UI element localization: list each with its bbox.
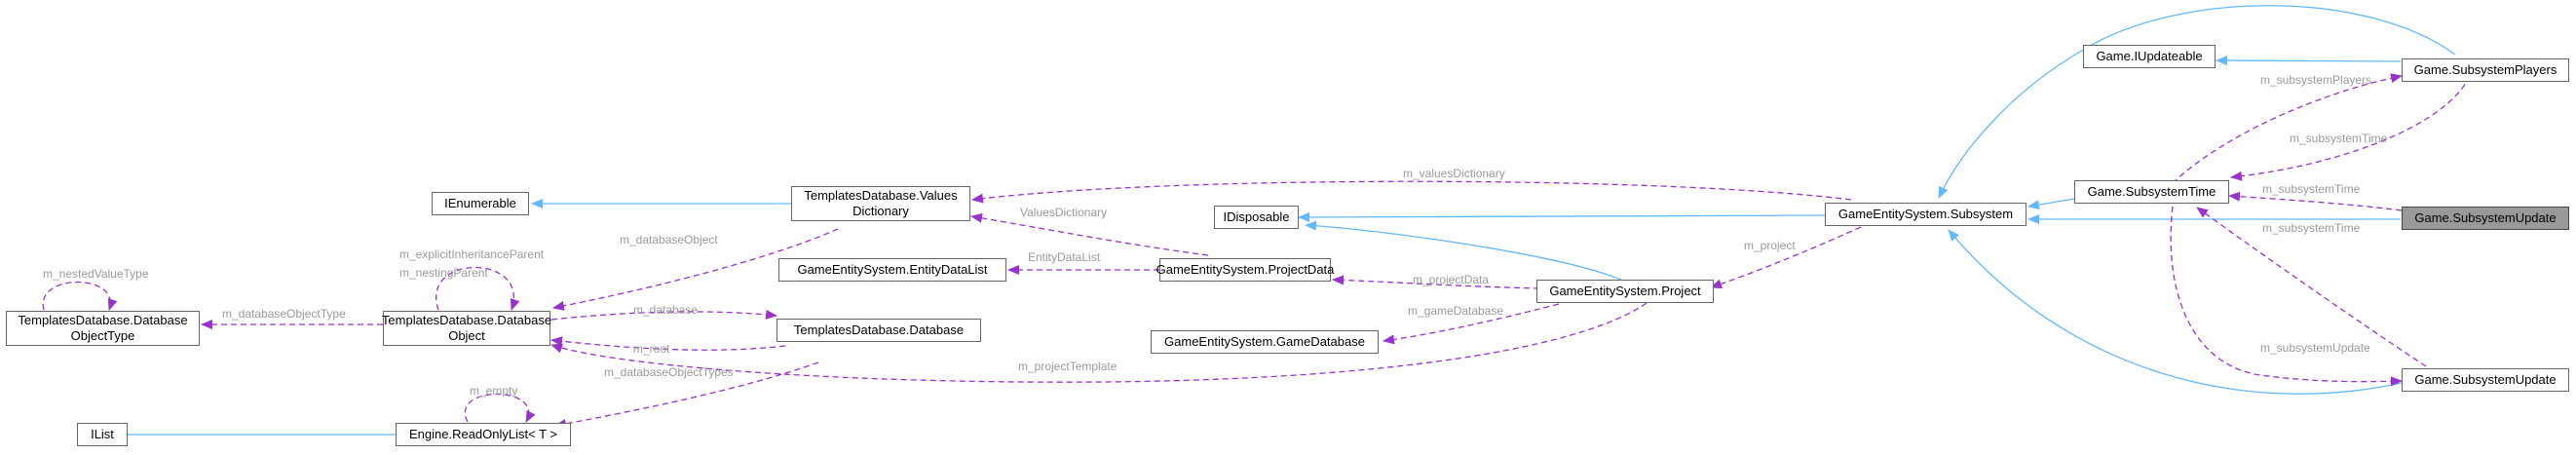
node-idisposable[interactable]: IDisposable (1214, 206, 1299, 229)
edge-subsystemplayers-subsystem (1938, 5, 2456, 199)
node-ienumerable-label: IEnumerable (444, 196, 516, 210)
edge-subsystem-project (1710, 226, 1862, 289)
edge-subsystemupdate2-subsystem (1948, 229, 2407, 395)
node-databaseobjecttype[interactable]: TemplatesDatabase.Database ObjectType (6, 311, 200, 346)
node-entitydatalist[interactable]: GameEntitySystem.EntityDataList (778, 258, 1006, 282)
label-m-explicitinheritanceparent: m_explicitInheritanceParent (399, 247, 545, 261)
node-idisposable-label: IDisposable (1223, 209, 1290, 224)
node-projectdata[interactable]: GameEntitySystem.ProjectData (1156, 258, 1334, 282)
label-m-databaseobject: m_databaseObject (620, 233, 718, 246)
edge-dbobject-database (550, 309, 777, 321)
node-entitydatalist-label: GameEntitySystem.EntityDataList (797, 262, 988, 277)
node-subsystemplayers[interactable]: Game.SubsystemPlayers (2402, 58, 2569, 82)
node-databaseobject-line2: Object (448, 328, 485, 343)
edge-project-dbobject (550, 302, 1648, 383)
label-entitydatalist: EntityDataList (1028, 250, 1101, 264)
node-subsystemtime[interactable]: Game.SubsystemTime (2074, 180, 2229, 204)
edge-subsystem-valuesdict (971, 180, 1852, 204)
node-subsystemupdate-label: Game.SubsystemUpdate (2414, 372, 2557, 387)
node-subsystemtime-label: Game.SubsystemTime (2087, 184, 2216, 199)
node-valuesdictionary-line1: TemplatesDatabase.Values (804, 188, 958, 203)
edge-subsystemtime-subsystemplayers (2172, 73, 2403, 184)
node-databaseobject-line1: TemplatesDatabase.Database (381, 313, 552, 327)
edge-valuesdict-dbobject (552, 228, 839, 311)
node-gamedatabase[interactable]: GameEntitySystem.GameDatabase (1151, 330, 1379, 354)
edge-subsystemtime-subsystemupdate (2170, 206, 2403, 387)
edge-empty-loop (464, 393, 536, 423)
node-readonlylist-label: Engine.ReadOnlyList< T > (408, 427, 557, 441)
edge-project-idisposable (1305, 220, 1626, 283)
edge-database-dbobject-root (550, 336, 786, 351)
edge-subsystemtime-subsystem (2027, 198, 2075, 210)
node-ilist[interactable]: IList (77, 423, 128, 446)
edge-database-readonlylist (554, 361, 819, 429)
node-ienumerable[interactable]: IEnumerable (432, 192, 529, 215)
edge-subsystemupdate-main-subsystemtime (2228, 191, 2403, 211)
edge-nestedvaluetype-loop (42, 281, 118, 311)
label-m-subsystemtime-b: m_subsystemTime (2262, 182, 2361, 196)
label-m-root: m_root (633, 342, 670, 356)
node-databaseobjecttype-line1: TemplatesDatabase.Database (18, 313, 188, 327)
node-database[interactable]: TemplatesDatabase.Database (777, 319, 981, 342)
label-m-nestingparent: m_nestingParent (399, 266, 488, 280)
node-ilist-label: IList (91, 427, 114, 441)
label-m-projecttemplate: m_projectTemplate (1018, 360, 1118, 373)
node-valuesdictionary-line2: Dictionary (852, 204, 909, 218)
label-valuesdictionary: ValuesDictionary (1020, 206, 1107, 219)
label-m-project: m_project (1744, 239, 1796, 252)
label-m-empty: m_empty (470, 384, 517, 398)
node-subsystemupdate-current-label: Game.SubsystemUpdate (2414, 210, 2557, 225)
label-m-databaseobjecttype: m_databaseObjectType (222, 307, 346, 321)
edge-labels: m_nestedValueType m_explicitInheritanceP… (43, 73, 2388, 398)
edge-subsystem-idisposable (1298, 211, 1826, 222)
edge-subsystemplayers-iupdateable (2216, 56, 2402, 66)
node-valuesdictionary[interactable]: TemplatesDatabase.Values Dictionary (791, 186, 970, 221)
edge-subsystemplayers-subsystemtime (2230, 75, 2471, 181)
label-m-subsystemupdate: m_subsystemUpdate (2260, 341, 2370, 355)
node-iupdateable[interactable]: Game.IUpdateable (2083, 45, 2216, 68)
node-subsystem-label: GameEntitySystem.Subsystem (1837, 207, 2014, 221)
edge-project-gamedatabase (1383, 303, 1560, 345)
node-projectdata-label: GameEntitySystem.ProjectData (1155, 262, 1335, 277)
label-m-valuesdictionary: m_valuesDictionary (1403, 167, 1505, 180)
label-m-subsystemtime-a: m_subsystemTime (2290, 132, 2388, 145)
node-database-label: TemplatesDatabase.Database (793, 322, 965, 337)
label-m-database: m_database (633, 303, 698, 317)
label-m-nestedvaluetype: m_nestedValueType (43, 267, 149, 281)
node-gamedatabase-label: GameEntitySystem.GameDatabase (1164, 334, 1365, 349)
node-subsystemplayers-label: Game.SubsystemPlayers (2413, 62, 2557, 77)
node-project-label: GameEntitySystem.Project (1549, 284, 1701, 298)
node-iupdateable-label: Game.IUpdateable (2096, 49, 2203, 63)
node-readonlylist[interactable]: Engine.ReadOnlyList< T > (396, 423, 571, 446)
edge-projectdata-valuesdict (970, 212, 1209, 256)
node-databaseobjecttype-line2: ObjectType (70, 328, 135, 343)
node-subsystem[interactable]: GameEntitySystem.Subsystem (1825, 203, 2027, 226)
node-subsystemupdate-current[interactable]: Game.SubsystemUpdate (2402, 207, 2569, 230)
node-subsystemupdate[interactable]: Game.SubsystemUpdate (2402, 368, 2569, 392)
label-m-projectdata: m_projectData (1413, 273, 1489, 286)
label-m-subsystemtime-c: m_subsystemTime (2262, 221, 2361, 235)
edge-subsystemupdate-subsystemtime (2196, 207, 2427, 367)
label-m-gamedatabase: m_gameDatabase (1408, 304, 1503, 318)
node-databaseobject[interactable]: TemplatesDatabase.Database Object (381, 311, 552, 346)
node-project[interactable]: GameEntitySystem.Project (1536, 280, 1714, 303)
label-m-subsystemplayers: m_subsystemPlayers (2260, 73, 2371, 87)
label-m-databaseobjecttypes: m_databaseObjectTypes (604, 365, 734, 379)
